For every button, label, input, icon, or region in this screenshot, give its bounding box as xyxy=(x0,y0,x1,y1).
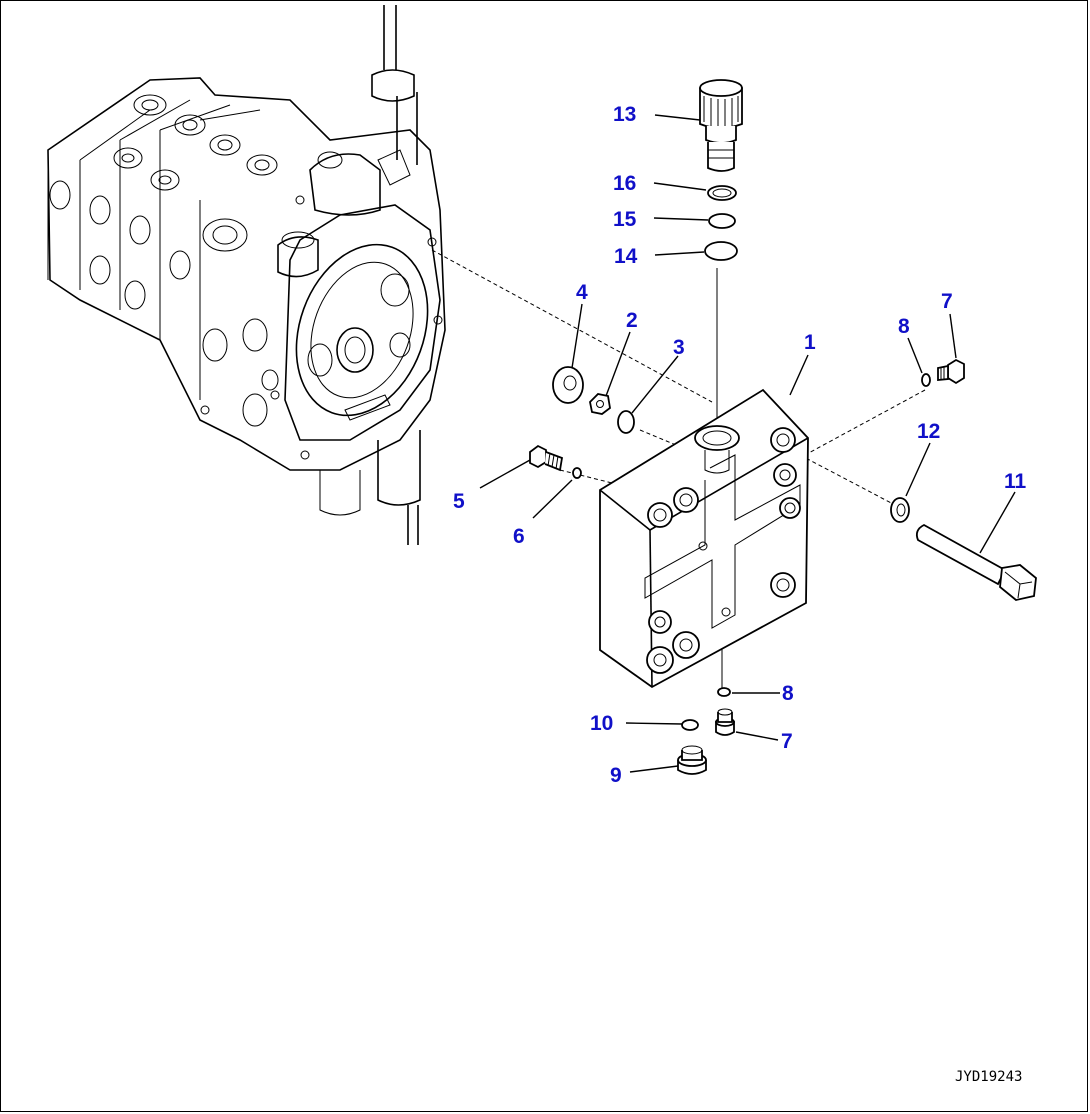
callout-16: 16 xyxy=(613,172,636,195)
plug-5 xyxy=(529,444,564,472)
drawing-number: JYD19243 xyxy=(955,1069,1022,1085)
relief-valve-cartridge xyxy=(699,79,743,172)
control-valve-assembly xyxy=(47,5,446,545)
callout-8-upper: 8 xyxy=(898,315,910,338)
callout-9: 9 xyxy=(610,764,622,787)
callout-5: 5 xyxy=(453,490,465,513)
callout-15: 15 xyxy=(613,208,637,231)
o-ring-3 xyxy=(617,410,635,434)
callout-8-lower: 8 xyxy=(782,682,794,705)
bolt-11 xyxy=(915,523,1037,601)
callout-11: 11 xyxy=(1004,470,1027,493)
washer-12 xyxy=(890,497,910,523)
o-ring-10 xyxy=(681,719,699,731)
o-ring-8-lower xyxy=(717,687,731,697)
callout-14: 14 xyxy=(614,245,638,268)
plug-9 xyxy=(677,745,707,775)
callout-7-lower: 7 xyxy=(781,730,793,753)
callout-3: 3 xyxy=(673,336,685,359)
callout-2: 2 xyxy=(626,309,638,332)
nut-2 xyxy=(589,393,611,415)
cover-block xyxy=(599,388,809,689)
callouts: 13 16 15 14 4 2 3 1 8 7 12 11 5 6 8 10 7… xyxy=(453,103,1027,787)
o-ring-8-upper xyxy=(921,373,931,387)
leader-lines xyxy=(479,114,1016,773)
callout-10: 10 xyxy=(590,712,613,735)
callout-1: 1 xyxy=(804,331,816,354)
callout-6: 6 xyxy=(513,525,525,548)
callout-4: 4 xyxy=(576,281,588,304)
o-ring-14 xyxy=(704,241,738,261)
o-ring-6 xyxy=(572,467,582,479)
callout-12: 12 xyxy=(917,420,940,443)
callout-7-upper: 7 xyxy=(941,290,953,313)
backup-ring-15 xyxy=(708,213,736,229)
callout-13: 13 xyxy=(613,103,636,126)
plug-7-upper xyxy=(937,358,965,385)
washer-4 xyxy=(552,366,584,404)
plug-7-lower xyxy=(715,708,735,736)
o-ring-16 xyxy=(707,185,737,201)
